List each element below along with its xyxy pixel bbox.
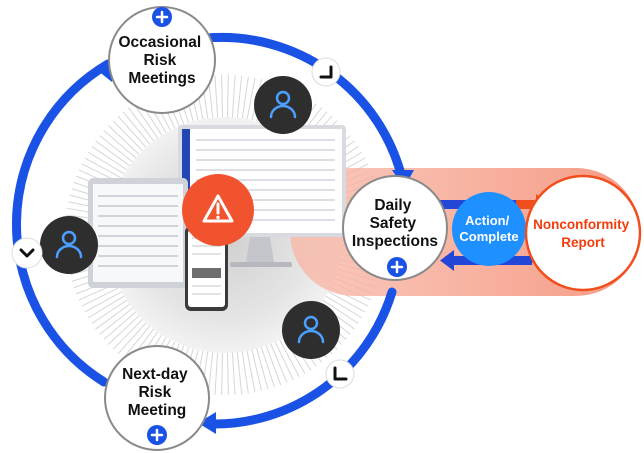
warning-badge [182, 174, 254, 246]
person-badge-top [254, 76, 312, 134]
background-ray [108, 125, 144, 159]
background-ray [91, 146, 132, 174]
arrowhead-nextday [198, 412, 216, 434]
svg-text:Occasional Risk Me: Occasional Risk Meetings [118, 34, 205, 87]
node-nonconformity-line2: Report [561, 235, 605, 250]
person-icon [297, 315, 325, 344]
node-nextday-line3: Meeting [128, 402, 187, 419]
warning-icon [202, 194, 234, 223]
background-ray [226, 346, 229, 395]
background-ray [112, 314, 147, 350]
background-ray [84, 288, 128, 313]
background-ray [240, 345, 249, 394]
background-ray [207, 346, 214, 395]
node-daily-line3: Inspections [352, 233, 438, 250]
node-nextday-line2: Risk [138, 384, 171, 401]
background-ray [81, 284, 125, 307]
background-ray [231, 346, 236, 395]
background-ray [95, 300, 135, 330]
background-ray [103, 130, 141, 163]
svg-text:Nonconformity Report: Nonconformity Report [533, 217, 633, 250]
plus-icon[interactable] [387, 257, 407, 277]
background-ray [91, 296, 132, 324]
background-ray [95, 140, 135, 170]
background-ray [99, 135, 138, 166]
chevron-down-icon [19, 248, 35, 258]
node-daily-safety-inspections[interactable]: Daily Safety Inspections [342, 175, 448, 281]
background-ray [276, 334, 300, 378]
background-ray [117, 317, 151, 355]
background-ray [259, 341, 275, 388]
background-ray [245, 344, 256, 393]
background-ray [245, 77, 256, 126]
svg-text:Action/ Complete: Action/ Complete [459, 213, 518, 244]
node-occasional-risk-meetings[interactable]: Occasional Risk Meetings [108, 6, 216, 114]
background-ray [267, 338, 288, 383]
background-ray [84, 157, 128, 182]
arc-daily-to-nextday [205, 287, 397, 429]
background-ray [87, 151, 130, 178]
chevron-marker-left [11, 237, 43, 269]
phone-mockup [185, 226, 228, 311]
background-ray [322, 288, 366, 313]
node-nonconformity-line1: Nonconformity [533, 217, 629, 232]
plus-icon[interactable] [152, 7, 172, 27]
background-ray [320, 292, 363, 319]
node-nextday-line1: Next-day [122, 366, 188, 383]
corner-marker-top [311, 57, 341, 87]
background-ray [214, 75, 219, 124]
person-badge-bottom [282, 301, 340, 359]
tablet-mockup [88, 178, 188, 288]
background-ray [272, 336, 294, 380]
corner-marker-bottom [325, 359, 355, 389]
person-icon [269, 90, 297, 119]
background-ray [117, 115, 151, 153]
background-ray [127, 107, 158, 147]
plus-icon[interactable] [147, 425, 167, 445]
background-ray [214, 346, 219, 395]
background-ray [240, 76, 249, 125]
node-daily-line2: Safety [370, 215, 417, 232]
background-ray [122, 320, 154, 359]
svg-text:Next-day Risk Meet: Next-day Risk Meeting [122, 366, 192, 419]
corner-arrow-icon [333, 366, 348, 381]
node-action-line1: Action/ [465, 213, 509, 228]
node-occasional-line3: Meetings [128, 70, 195, 87]
person-icon [55, 230, 83, 259]
node-action-line2: Complete [459, 229, 518, 244]
background-ray [226, 75, 229, 124]
arc-nextday-to-occasional [12, 59, 113, 387]
person-badge-left [40, 216, 98, 274]
corner-arrow-icon [319, 65, 333, 79]
background-ray [103, 307, 141, 340]
background-ray [133, 103, 162, 144]
background-ray [112, 120, 147, 156]
background-ray [87, 292, 130, 319]
svg-text:Daily Safety Inspe: Daily Safety Inspections [352, 197, 438, 250]
node-action-complete[interactable]: Action/ Complete [452, 192, 526, 266]
background-ray [263, 339, 282, 386]
background-ray [221, 75, 224, 124]
background-ray [318, 296, 359, 324]
background-ray [231, 75, 236, 124]
node-occasional-line1: Occasional [118, 34, 201, 51]
background-ray [99, 304, 138, 335]
node-next-day-risk-meeting[interactable]: Next-day Risk Meeting [104, 345, 210, 451]
node-nonconformity-report[interactable]: Nonconformity Report [524, 174, 642, 292]
background-ray [221, 346, 224, 395]
node-occasional-line2: Risk [143, 52, 176, 69]
background-ray [250, 343, 263, 391]
background-ray [108, 311, 144, 345]
background-ray [236, 75, 243, 124]
node-daily-line1: Daily [374, 197, 411, 214]
background-ray [254, 342, 269, 390]
background-ray [236, 346, 243, 395]
background-ray [122, 111, 154, 150]
